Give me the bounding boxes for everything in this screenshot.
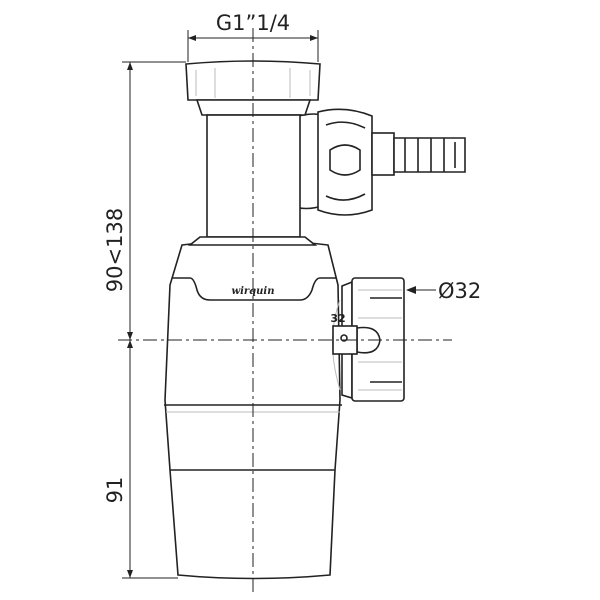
lower-height-label: 91 <box>103 477 127 504</box>
outlet-nut: 32 <box>330 277 405 402</box>
height-range-label: 90<138 <box>103 208 127 292</box>
outlet-diameter-label: Ø32 <box>438 279 481 303</box>
outlet-diameter-dimension: Ø32 <box>406 279 481 303</box>
outlet-size-marking: 32 <box>330 312 345 325</box>
thread-dimension: G1”1/4 <box>187 11 319 62</box>
height-dimensions: 90<138 91 <box>103 61 186 579</box>
